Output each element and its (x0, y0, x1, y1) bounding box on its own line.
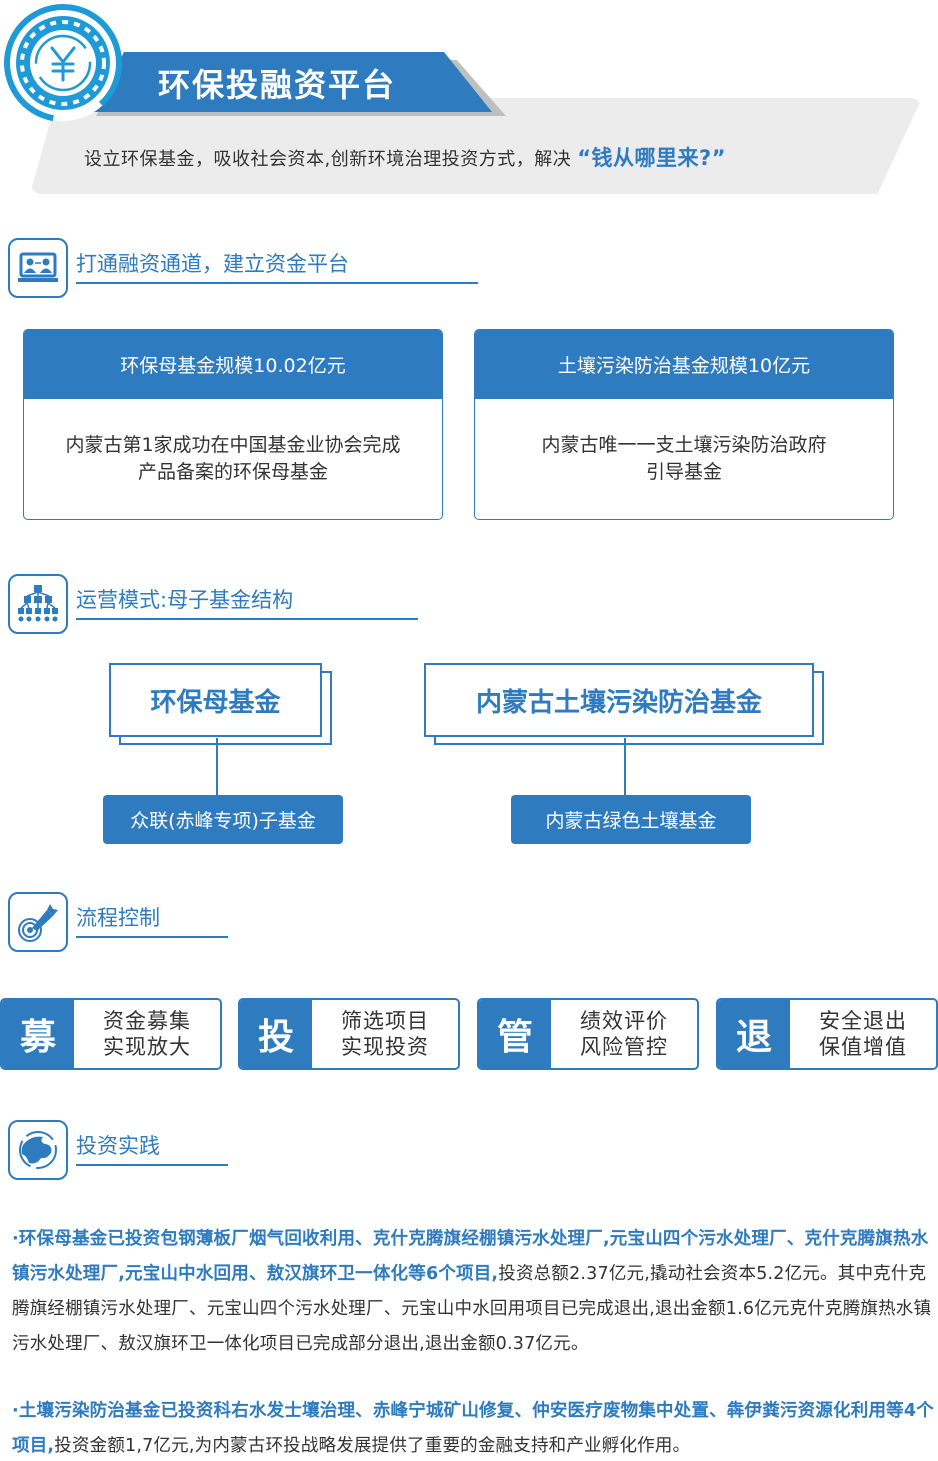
fund-card-line: 内蒙古唯一一支土壤污染防治政府 (541, 434, 827, 456)
step-text: 资金募集 实现放大 (74, 1000, 220, 1068)
section-title: 打通融资通道，建立资金平台 (76, 252, 349, 276)
fund-card-body: 内蒙古第1家成功在中国基金业协会完成 产品备案的环保母基金 (24, 399, 442, 519)
connector-line (216, 738, 218, 795)
process-step: 募 资金募集 实现放大 (0, 998, 222, 1070)
child-fund-box: 众联(赤峰专项)子基金 (103, 795, 343, 844)
practice-text: 投资金额1,7亿元,为内蒙古环投战略发展提供了重要的金融支持和产业孵化作用。 (54, 1436, 691, 1456)
yen-gear-icon (4, 4, 122, 122)
step-line: 实现投资 (341, 1035, 429, 1059)
step-line: 保值增值 (819, 1035, 907, 1059)
step-line: 安全退出 (819, 1009, 907, 1033)
fund-card-line: 引导基金 (645, 461, 722, 483)
fund-card-title: 环保母基金规模10.02亿元 (24, 330, 442, 399)
fund-card: 土壤污染防治基金规模10亿元 内蒙古唯一一支土壤污染防治政府 引导基金 (474, 329, 894, 520)
process-step: 退 安全退出 保值增值 (716, 998, 938, 1070)
section-underline (76, 282, 478, 284)
step-text: 绩效评价 风险管控 (551, 1000, 697, 1068)
step-key: 退 (718, 1000, 790, 1068)
child-fund-box: 内蒙古绿色土壤基金 (511, 795, 751, 844)
slogan-text: 设立环保基金，吸收社会资本,创新环境治理投资方式，解决 (84, 149, 572, 170)
fund-card-body: 内蒙古唯一一支土壤污染防治政府 引导基金 (475, 399, 893, 519)
step-key: 投 (240, 1000, 312, 1068)
section-underline (76, 618, 418, 620)
parent-fund-box: 环保母基金 (109, 663, 322, 737)
practice-highlight: ·土壤污染防治基金已投资科右水发士壤治理、赤峰宁城矿山修复、仲安医疗废物集中处置… (12, 1401, 934, 1456)
section-underline (76, 936, 228, 938)
step-line: 筛选项目 (341, 1009, 429, 1033)
section-title: 投资实践 (76, 1134, 160, 1158)
practice-paragraph: ·环保母基金已投资包钢薄板厂烟气回收利用、克什克腾旗经棚镇污水处理厂,元宝山四个… (12, 1222, 934, 1362)
hierarchy-icon (8, 574, 68, 634)
parent-fund-box: 内蒙古土壤污染防治基金 (424, 663, 814, 737)
practice-text: 投资总额2.37亿元,撬动社会资本5.2亿元。其中克什克腾旗经棚镇污水处理厂、元… (12, 1264, 932, 1354)
fund-card-title: 土壤污染防治基金规模10亿元 (475, 330, 893, 399)
fund-card: 环保母基金规模10.02亿元 内蒙古第1家成功在中国基金业协会完成 产品备案的环… (23, 329, 443, 520)
practice-highlight: ·环保母基金已投资包钢薄板厂烟气回收利用、克什克腾旗经棚镇污水处理厂,元宝山四个… (12, 1229, 929, 1284)
step-line: 实现放大 (103, 1035, 191, 1059)
globe-icon (8, 1120, 68, 1180)
page-title: 环保投融资平台 (158, 66, 397, 104)
section-underline (76, 1164, 228, 1166)
practice-paragraph: ·土壤污染防治基金已投资科右水发士壤治理、赤峰宁城矿山修复、仲安医疗废物集中处置… (12, 1394, 934, 1461)
step-line: 资金募集 (103, 1009, 191, 1033)
step-line: 风险管控 (580, 1035, 668, 1059)
process-step: 投 筛选项目 实现投资 (238, 998, 460, 1070)
step-text: 安全退出 保值增值 (790, 1000, 936, 1068)
step-key: 募 (2, 1000, 74, 1068)
step-key: 管 (479, 1000, 551, 1068)
step-line: 绩效评价 (580, 1009, 668, 1033)
slogan-highlight: “钱从哪里来?” (577, 146, 727, 170)
section-title: 流程控制 (76, 906, 160, 930)
fund-card-line: 内蒙古第1家成功在中国基金业协会完成 (65, 434, 401, 456)
section-title: 运营模式:母子基金结构 (76, 588, 294, 612)
header-slogan: 设立环保基金，吸收社会资本,创新环境治理投资方式，解决“钱从哪里来?” (84, 142, 726, 172)
title-ribbon (92, 52, 492, 112)
video-meeting-icon (8, 238, 68, 298)
fund-card-line: 产品备案的环保母基金 (137, 461, 328, 483)
step-text: 筛选项目 实现投资 (312, 1000, 458, 1068)
connector-line (624, 738, 626, 795)
target-pen-icon (8, 892, 68, 952)
process-step: 管 绩效评价 风险管控 (477, 998, 699, 1070)
